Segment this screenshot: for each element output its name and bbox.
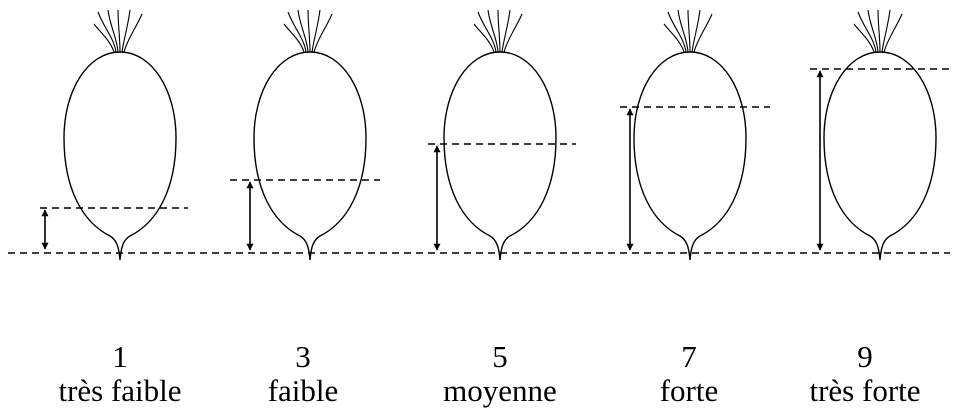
beet-3 (230, 9, 380, 261)
root-outline-5 (443, 51, 557, 261)
level-label-1: 1 très faible (35, 340, 205, 408)
root-outline-1 (63, 51, 177, 261)
beet-7 (620, 9, 770, 261)
beet-9 (810, 9, 950, 261)
level-description: très forte (809, 373, 921, 408)
level-number: 9 (857, 339, 873, 374)
level-description: forte (659, 373, 719, 408)
level-label-3: 3 faible (218, 340, 388, 408)
level-number: 7 (681, 339, 697, 374)
level-label-7: 7 forte (604, 340, 774, 408)
root-outline-7 (633, 51, 747, 261)
root-outline-9 (823, 51, 937, 261)
level-description: faible (267, 373, 339, 408)
level-label-9: 9 très forte (780, 340, 950, 408)
level-number: 3 (295, 339, 311, 374)
root-outline-3 (253, 51, 367, 261)
leaf-tuft-1 (93, 9, 143, 53)
leaf-tuft-7 (663, 9, 713, 53)
level-label-5: 5 moyenne (415, 340, 585, 408)
beet-1 (40, 9, 188, 261)
beet-5 (428, 9, 576, 261)
level-description: moyenne (443, 373, 557, 408)
leaf-tuft-3 (283, 9, 333, 53)
leaf-tuft-9 (853, 9, 903, 53)
level-description: très faible (58, 373, 182, 408)
leaf-tuft-5 (473, 9, 523, 53)
level-number: 1 (112, 339, 128, 374)
level-number: 5 (492, 339, 508, 374)
